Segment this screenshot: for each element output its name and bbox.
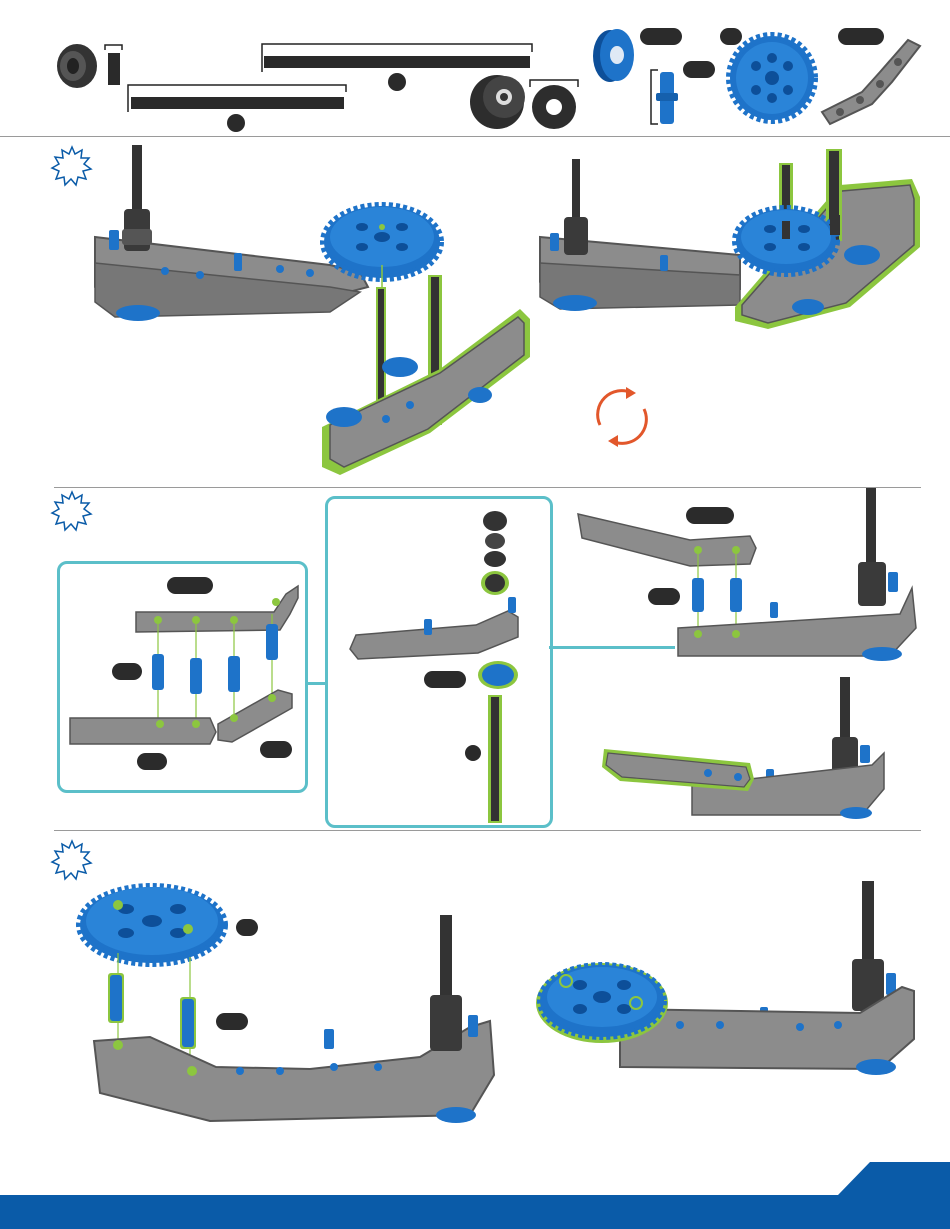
axle-lock-icon [470, 75, 525, 129]
quantity-badge [424, 671, 466, 688]
gear-icon [536, 963, 668, 1043]
quantity-badge [167, 577, 213, 594]
footer-bar [0, 1195, 950, 1229]
beam-assembly [570, 488, 930, 668]
beam-assembly [540, 159, 740, 311]
page-number-tab [830, 1160, 950, 1195]
step-3 [0, 831, 950, 1131]
quantity-badge [236, 919, 258, 936]
gear-icon [730, 36, 814, 120]
spacer-icon [57, 44, 97, 88]
axle-icon [128, 85, 346, 132]
quantity-badge [720, 28, 742, 45]
step-burst-icon [50, 839, 94, 883]
connector-icon [651, 70, 678, 124]
beam-icon [822, 40, 920, 124]
callout-connector [305, 682, 325, 685]
quantity-badge [216, 1013, 248, 1030]
quantity-badge [640, 28, 682, 45]
step-1 [0, 137, 950, 487]
beam-assembly [600, 673, 900, 823]
quantity-badge [686, 507, 734, 524]
step-burst-icon [50, 490, 94, 534]
quantity-badge [260, 741, 292, 758]
beam-assembly [620, 881, 914, 1075]
rotate-icon [598, 387, 647, 447]
pin-icon [105, 45, 122, 85]
washer-icon [530, 80, 578, 129]
quantity-badge [112, 663, 142, 680]
pulley-icon [593, 29, 634, 82]
quantity-badge [648, 588, 680, 605]
quantity-badge [838, 28, 884, 45]
detail-callout [57, 561, 308, 793]
quantity-badge [683, 61, 715, 78]
gear-icon [80, 887, 224, 963]
step-burst-icon [50, 145, 94, 189]
quantity-badge [137, 753, 167, 770]
detail-callout [325, 496, 553, 828]
parts-list [0, 0, 950, 137]
step-2 [0, 488, 950, 830]
